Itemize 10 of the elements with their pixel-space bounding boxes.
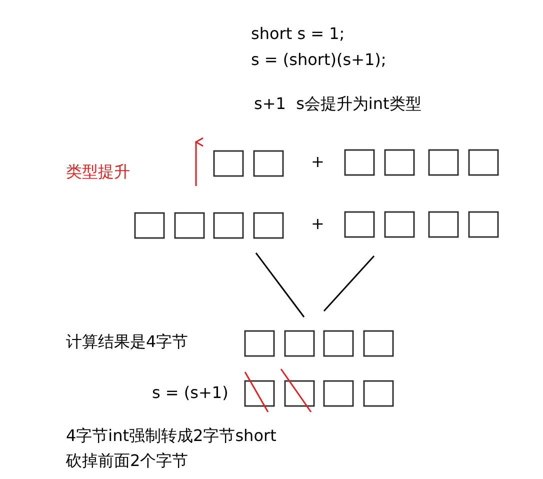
note-text: 类型提升 bbox=[66, 162, 130, 182]
note-text: 4字节int强制转成2字节short bbox=[66, 426, 276, 446]
note-text: 砍掉前面2个字节 bbox=[66, 451, 188, 471]
code-line: short s = 1; bbox=[251, 24, 345, 44]
plus-sign: + bbox=[311, 152, 324, 172]
note-text: s+1 s会提升为int类型 bbox=[254, 94, 422, 114]
code-line: s = (s+1) bbox=[152, 383, 228, 403]
code-line: s = (short)(s+1); bbox=[251, 50, 386, 70]
plus-sign: + bbox=[311, 214, 324, 234]
note-text: 计算结果是4字节 bbox=[66, 332, 188, 352]
